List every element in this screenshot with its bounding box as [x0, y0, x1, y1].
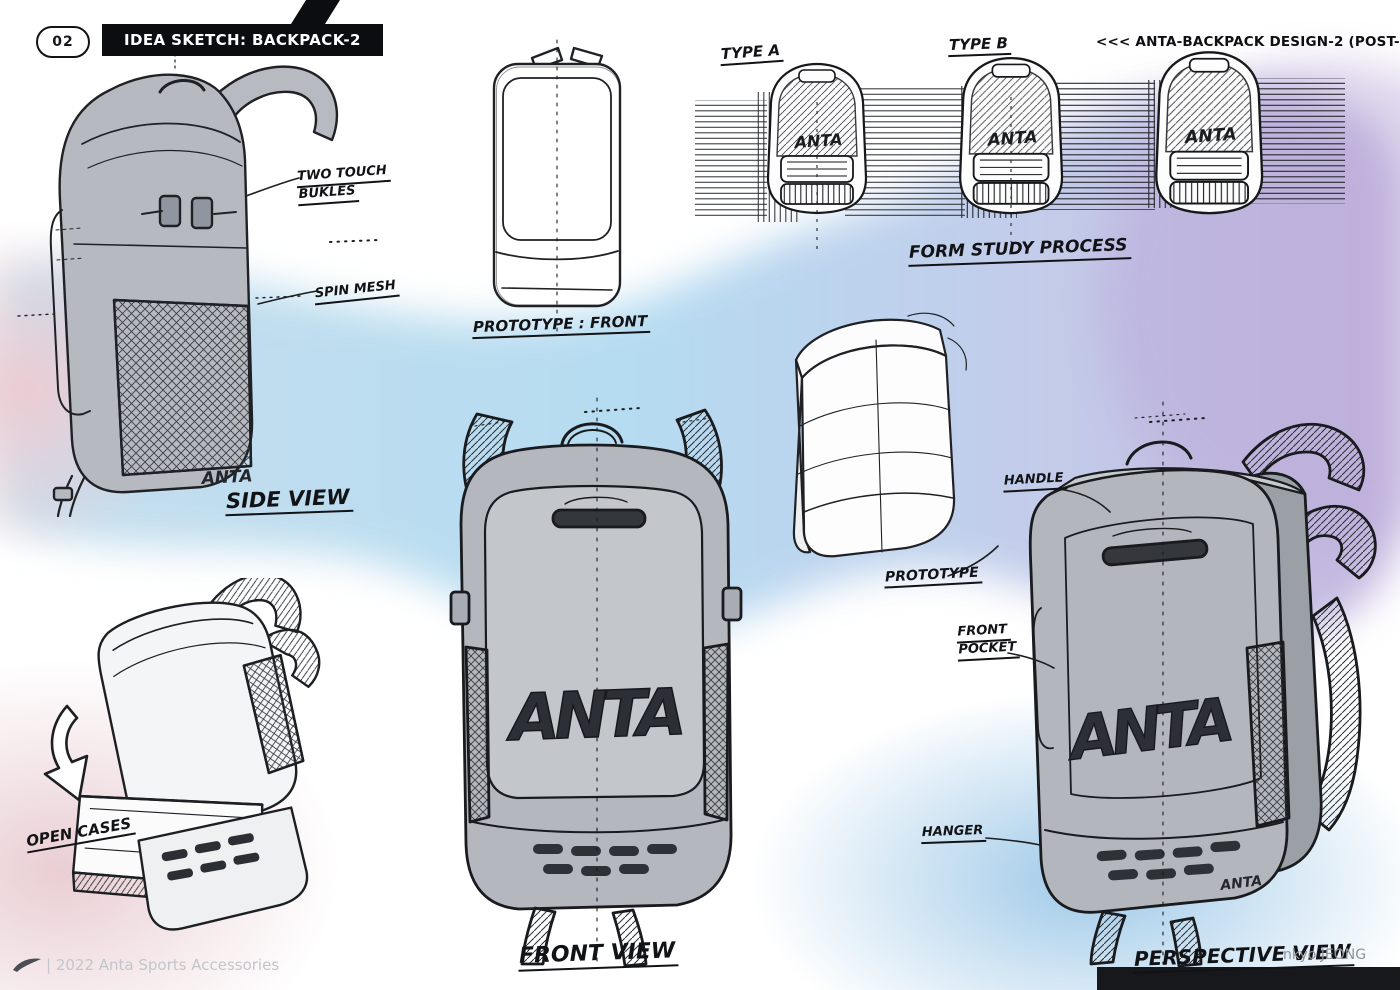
anta-swoosh-logo [13, 958, 41, 972]
sketch-front-view: ANTA [415, 392, 765, 972]
page-title: IDEA SKETCH: BACKPACK-2 [124, 31, 361, 49]
bottom-right-bar [1097, 967, 1400, 990]
label-handle: HANDLE [1002, 471, 1068, 493]
perspective-brand-small: ANTA [1219, 873, 1263, 894]
sketch-form-study: ANTA [695, 42, 1345, 257]
label-side-view: SIDE VIEW [224, 484, 354, 517]
label-type-b: TYPE B [947, 34, 1012, 58]
page-number: 02 [36, 26, 90, 58]
sketch-prototype-front [462, 36, 672, 336]
side-brand-text: ANTA [199, 466, 253, 489]
front-brand-text: ANTA [504, 676, 683, 756]
sketch-open-cases [15, 578, 365, 958]
header-right-text: <<< ANTA-BACKPACK DESIGN-2 (POST-MATCH) … [1096, 34, 1400, 50]
label-front-pocket: FRONT POCKET [956, 622, 1020, 662]
label-two-touch-buckles: TWO TOUCH BUKLES [295, 163, 392, 207]
label-hanger: HANGER [920, 823, 987, 845]
sketch-prototype-three-quarter [758, 298, 978, 588]
designer-credit: nkyo JEONG [1283, 947, 1367, 963]
sketch-perspective-view: ANTA ANTA [985, 398, 1390, 968]
arrow-icon [43, 704, 89, 802]
footer-credit-left: | 2022 Anta Sports Accessories [46, 956, 280, 974]
label-front-view: FRONT VIEW [517, 938, 679, 973]
sketch-side-view: ANTA [10, 48, 410, 518]
page-title-banner: IDEA SKETCH: BACKPACK-2 [102, 24, 383, 56]
